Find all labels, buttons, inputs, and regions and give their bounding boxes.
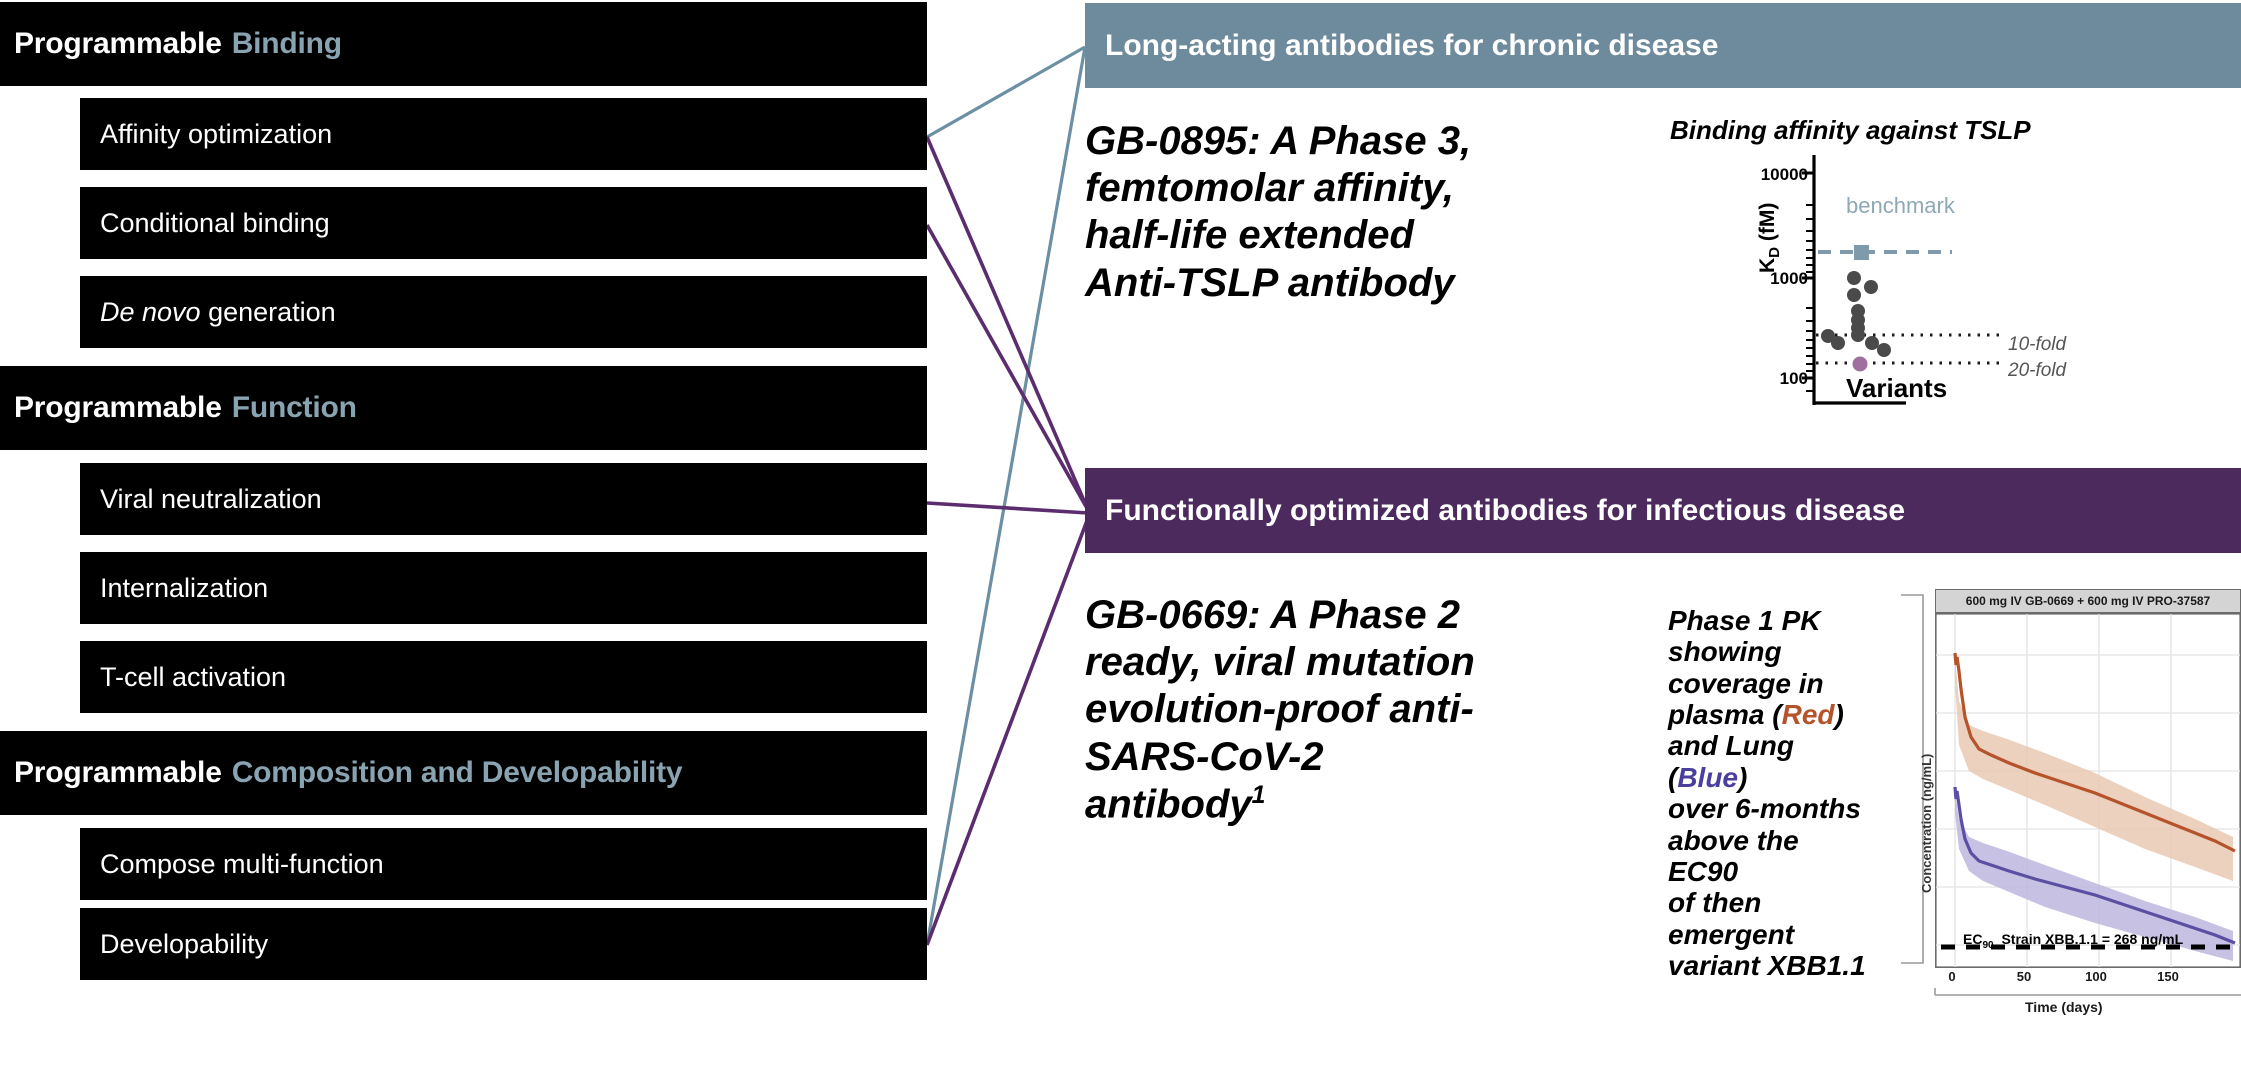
headline-line: GB-0895: A Phase 3, (1085, 119, 1472, 163)
pk-caption-plasma-post: ) (1834, 699, 1844, 731)
headline-line: half-life extended (1085, 213, 1414, 258)
pk-threshold-label-main: EC (1963, 931, 1983, 947)
sidebar-item-label: Developability (100, 928, 269, 959)
chart-ytick-100: 100 (1779, 369, 1808, 388)
category-header-binding[interactable]: Programmable Binding (0, 2, 927, 86)
pk-line-plasma (1953, 652, 2236, 853)
headline-line: femtomolar affinity, (1085, 166, 1454, 211)
sidebar-item-t-cell-activation[interactable]: T-cell activation (80, 641, 927, 713)
pk-chart-xlabel: Time (days) (2025, 999, 2103, 1015)
scatter-point-20-fold-variant (1852, 356, 1868, 372)
headline-line: Anti-TSLP antibody (1085, 260, 1455, 305)
headline-line-text: antibody (1085, 782, 1252, 827)
panel-title-text: Functionally optimized antibodies for in… (1105, 493, 1906, 527)
pk-caption-plasma-pre: plasma ( (1668, 699, 1782, 731)
category-header-composition-developability[interactable]: Programmable Composition and Developabil… (0, 731, 927, 815)
headline-line: GB-0669: A Phase 2 (1085, 593, 1460, 637)
sidebar-item-label: Internalization (100, 572, 269, 603)
connector-teal-2 (925, 46, 1087, 946)
pk-threshold-label-rest: _Strain XBB.1.1 = 268 ng/mL (1993, 931, 2184, 947)
sidebar-item-label-italic: De novo (100, 296, 201, 327)
scatter-plot-svg (1802, 155, 2004, 405)
sidebar-item-label: Compose multi-function (100, 848, 384, 879)
headline-line: ready, viral mutation (1085, 640, 1475, 685)
chart-annotation-benchmark: benchmark (1846, 193, 1955, 218)
pk-caption-line: showing (1668, 636, 1782, 668)
pk-caption-red-word: Red (1781, 699, 1835, 731)
sidebar-item-label: T-cell activation (100, 661, 287, 692)
pk-caption-blue-word: Blue (1677, 761, 1739, 793)
pk-caption-line-plasma: plasma (Red) (1668, 699, 1868, 730)
binding-affinity-figure: Binding affinity against TSLP KD (fM) 10… (1660, 115, 2130, 415)
sidebar-item-label: De novo generation (100, 297, 336, 328)
chart-ytick-10000: 10000 (1760, 165, 1808, 184)
panel-header-infectious-disease[interactable]: Functionally optimized antibodies for in… (1085, 468, 2241, 553)
headline-gb-0895: GB-0895: A Phase 3, femtomolar affinity,… (1085, 118, 1645, 307)
pk-figure-caption: Phase 1 PK showing coverage in plasma (R… (1668, 605, 1868, 981)
chart-annotation-20-fold: 20-fold (2008, 360, 2067, 381)
connector-purple-2 (925, 224, 1090, 511)
sidebar-item-label: Affinity optimization (100, 118, 333, 149)
category-header-accent-text: Composition and Developability (231, 756, 683, 789)
pk-caption-line: Phase 1 PK (1668, 605, 1821, 636)
pk-caption-line: coverage in (1668, 667, 1824, 699)
pk-xtick-150: 150 (2157, 969, 2179, 984)
pk-caption-line-lung: and Lung (Blue) (1668, 730, 1868, 793)
pk-band-plasma (1955, 657, 2233, 881)
benchmark-marker (1854, 245, 1869, 260)
panel-header-chronic-disease[interactable]: Long-acting antibodies for chronic disea… (1085, 3, 2241, 88)
connector-purple-4 (925, 517, 1090, 946)
pk-chart-strip-title: 600 mg IV GB-0669 + 600 mg IV PRO-37587 (1935, 589, 2241, 613)
category-header-main-text: Programmable (14, 27, 222, 60)
headline-footnote-marker: 1 (1251, 781, 1266, 809)
sidebar-item-label: Conditional binding (100, 207, 330, 238)
pk-plot-svg (1935, 613, 2241, 968)
sidebar-item-compose-multi-function[interactable]: Compose multi-function (80, 828, 927, 900)
pk-xtick-50: 50 (2016, 969, 2032, 984)
pk-line-lung (1953, 786, 2236, 945)
sidebar-item-label: Viral neutralization (100, 483, 322, 514)
sidebar-item-label-rest: generation (208, 296, 336, 327)
sidebar-item-conditional-binding[interactable]: Conditional binding (80, 187, 927, 259)
headline-line: evolution-proof anti- (1085, 687, 1474, 732)
scatter-points-variants (1821, 271, 1891, 357)
headline-line-last: antibody1 (1085, 781, 1555, 829)
pk-caption-lung-post: ) (1738, 761, 1748, 793)
phase1-pk-figure: Concentration (ng/mL) 600 mg IV GB-0669 … (1893, 563, 2241, 1058)
pk-axis-bracket (1901, 594, 2241, 996)
chart-xlabel-variants: Variants (1846, 373, 1948, 403)
pk-chart-ylabel: Concentration (ng/mL) (1919, 753, 1934, 893)
sidebar-item-affinity-optimization[interactable]: Affinity optimization (80, 98, 927, 170)
pk-caption-line: above the EC90 (1668, 824, 1799, 887)
connector-purple-1 (925, 136, 1090, 511)
category-header-main-text: Programmable (14, 391, 222, 424)
category-header-function[interactable]: Programmable Function (0, 366, 927, 450)
chart-title-binding-affinity: Binding affinity against TSLP (1670, 115, 2031, 145)
sidebar-item-internalization[interactable]: Internalization (80, 552, 927, 624)
panel-title-text: Long-acting antibodies for chronic disea… (1105, 28, 1719, 62)
pk-threshold-label: EC90_Strain XBB.1.1 = 268 ng/mL (1963, 931, 2183, 951)
pk-xtick-100: 100 (2085, 969, 2107, 984)
connector-purple-3 (926, 501, 1089, 515)
sidebar-item-developability[interactable]: Developability (80, 908, 927, 980)
category-header-main-text: Programmable (14, 756, 222, 789)
pk-xtick-0: 0 (1948, 969, 1956, 984)
pk-caption-line: emergent (1668, 918, 1795, 950)
pk-threshold-label-sub: 90 (1982, 939, 1994, 951)
chart-ytick-1000: 1000 (1770, 269, 1808, 288)
headline-gb-0669: GB-0669: A Phase 2 ready, viral mutation… (1085, 592, 1555, 828)
pk-caption-line: of then (1668, 887, 1762, 919)
chart-annotation-10-fold: 10-fold (2008, 334, 2067, 355)
connector-teal-1 (926, 45, 1086, 139)
sidebar-item-de-novo-generation[interactable]: De novo generation (80, 276, 927, 348)
category-header-accent-text: Binding (231, 27, 342, 60)
headline-line: SARS-CoV-2 (1085, 734, 1324, 779)
pk-caption-line: over 6-months (1668, 793, 1861, 825)
pk-caption-line: variant XBB1.1 (1668, 949, 1866, 981)
sidebar-item-viral-neutralization[interactable]: Viral neutralization (80, 463, 927, 535)
pk-caption-lung-pre: and Lung ( (1668, 730, 1794, 793)
category-header-accent-text: Function (231, 391, 357, 424)
